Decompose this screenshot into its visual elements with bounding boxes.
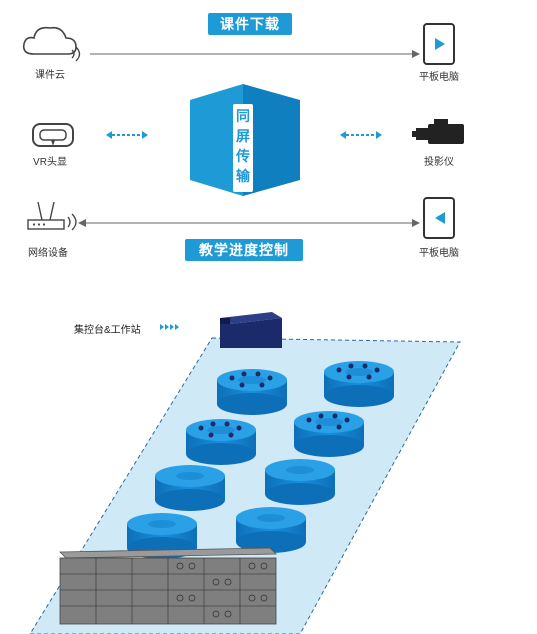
device-markers: [198, 363, 380, 438]
router-label: 网络设备: [28, 248, 68, 259]
hub-label: 同 屏 传 输: [233, 104, 253, 192]
hub-char: 屏: [236, 128, 250, 144]
network-diagram: [22, 23, 464, 239]
round-table: [324, 361, 394, 407]
arrow-hub-projector: [340, 131, 382, 139]
vr-headset-icon: [32, 123, 74, 147]
projector-icon: [412, 119, 464, 144]
router-icon: [27, 201, 77, 231]
hub-char: 同: [236, 108, 250, 124]
cloud-label: 课件云: [35, 70, 65, 81]
tablet-back-icon: [423, 197, 455, 239]
top-label-pill: 课件下载: [208, 13, 292, 35]
connector-router-tablet: [78, 219, 420, 227]
round-table: [186, 419, 256, 465]
tablet-bottom-label: 平板电脑: [419, 248, 459, 259]
bottom-label-pill: 教学进度控制: [185, 239, 303, 261]
round-table: [217, 369, 287, 415]
hub-char: 输: [236, 168, 250, 184]
storage-shelves: [59, 547, 277, 625]
round-table: [155, 465, 225, 511]
round-table: [294, 411, 364, 457]
round-table: [236, 507, 306, 553]
hub-shape: [190, 84, 300, 196]
cloud-icon: [22, 26, 81, 62]
arrow-vr-hub: [106, 131, 148, 139]
projector-label: 投影仪: [424, 157, 454, 168]
tablet-top-label: 平板电脑: [419, 72, 459, 83]
lab-floor-illustration: [29, 312, 461, 634]
connector-cloud-tablet: [90, 50, 420, 58]
round-table: [265, 459, 335, 505]
server-cabinet: [220, 312, 282, 348]
vr-label: VR头显: [33, 157, 67, 168]
tablet-play-icon: [423, 23, 455, 65]
hub-char: 传: [236, 148, 250, 164]
chevron-arrows-icon: [160, 324, 179, 330]
station-label: 集控台&工作站: [74, 325, 141, 336]
